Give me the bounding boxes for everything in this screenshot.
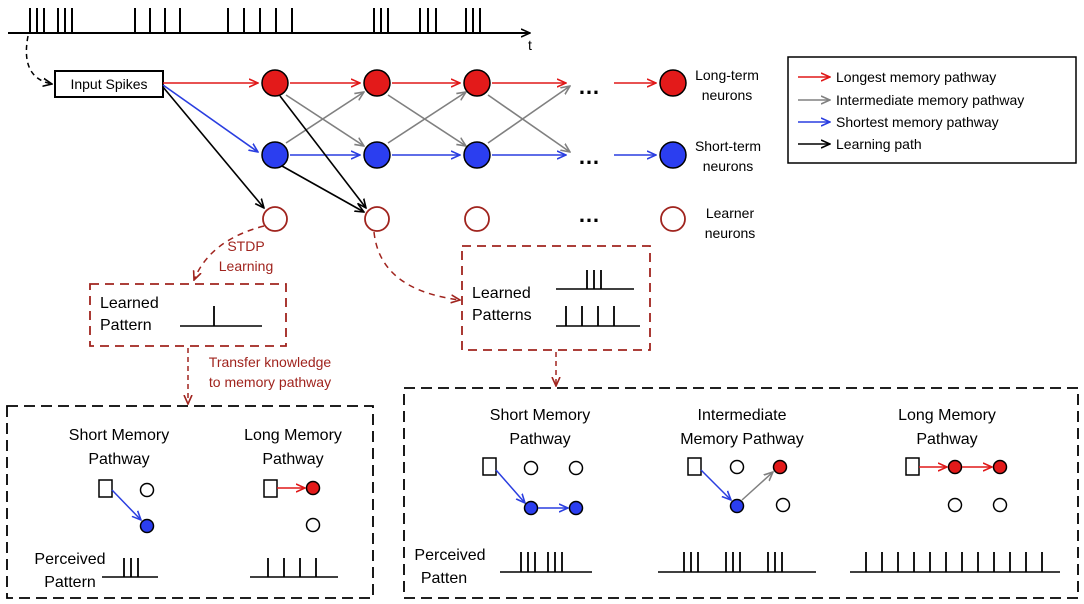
bl-long-input-square: [263, 479, 278, 498]
br-short-node-blue-2: [568, 500, 584, 516]
learned-pattern-box: Learned Pattern: [89, 283, 287, 347]
br-short-input-square: [482, 457, 497, 476]
br-int-node-red: [772, 459, 788, 475]
legend-item-intermediate: Intermediate memory pathway: [836, 92, 1024, 108]
br-short-pattern-spikes: [520, 552, 563, 572]
legend-item-shortest: Shortest memory pathway: [836, 114, 999, 130]
input-spikes-box: Input Spikes: [54, 70, 164, 98]
transfer-label-1: Transfer knowledge: [209, 354, 332, 370]
stdp-label-2: Learning: [219, 258, 274, 274]
ellipsis-short: …: [578, 144, 600, 169]
legend-box: [787, 56, 1077, 164]
legend: Longest memory pathway Intermediate memo…: [787, 56, 1077, 164]
br-int-pattern-spikes: [683, 552, 783, 572]
br-int-input-square: [687, 457, 702, 476]
bl-short-pattern-spikes: [123, 558, 139, 577]
learned-patterns-spikes-1: [586, 270, 602, 289]
long-term-neurons: [261, 69, 687, 97]
bl-long-node-empty: [305, 517, 321, 533]
bl-long-title-2: Pathway: [262, 451, 323, 468]
br-int-node-blue: [729, 498, 745, 514]
br-short-arrow-1: [495, 469, 525, 503]
bl-perceived-label-2: Pattern: [44, 574, 96, 591]
timeline-spikes: [29, 8, 481, 33]
br-intermediate-title-1: Intermediate: [698, 407, 787, 424]
input-spikes-label: Input Spikes: [70, 76, 147, 92]
br-short-title-2: Pathway: [509, 431, 570, 448]
time-axis-label: t: [528, 37, 532, 53]
br-long-node-red-2: [992, 459, 1008, 475]
short-term-neurons: [261, 141, 687, 169]
bl-short-arrow: [111, 489, 141, 520]
learner-label-1: Learner: [706, 205, 755, 221]
br-long-node-red-1: [947, 459, 963, 475]
legend-item-learning: Learning path: [836, 136, 922, 152]
bottom-left-panel: Short Memory Pathway Long Memory Pathway…: [6, 405, 374, 599]
br-long-title-2: Pathway: [916, 431, 977, 448]
bl-short-title-2: Pathway: [88, 451, 149, 468]
bl-short-node-empty: [139, 482, 155, 498]
br-short-title-1: Short Memory: [490, 407, 590, 424]
stdp-arrow-right: [373, 231, 460, 300]
bl-short-node-blue: [139, 518, 155, 534]
learner-label-2: neurons: [705, 225, 756, 241]
ellipsis-long: …: [578, 74, 600, 99]
bl-short-input-square: [98, 479, 113, 498]
short-term-label-2: neurons: [703, 158, 754, 174]
learner-neurons: [262, 206, 686, 232]
stdp-label-1: STDP: [227, 238, 264, 254]
br-int-node-empty-1: [729, 459, 745, 475]
long-term-label-2: neurons: [702, 87, 753, 103]
learned-pattern-label-1: Learned: [100, 295, 159, 312]
br-long-title-1: Long Memory: [898, 407, 996, 424]
br-short-node-empty-2: [568, 460, 584, 476]
timeline-to-input-arrow: [25, 35, 52, 84]
bl-perceived-label-1: Perceived: [34, 551, 105, 568]
short-term-label-1: Short-term: [695, 138, 761, 154]
legend-item-longest: Longest memory pathway: [836, 69, 996, 85]
input-spike-timeline: t: [8, 8, 532, 53]
ellipsis-learner: …: [578, 202, 600, 227]
br-long-node-empty-1: [947, 497, 963, 513]
long-term-label-1: Long-term: [695, 67, 759, 83]
bl-long-node-red: [305, 480, 321, 496]
network-connections: [162, 83, 656, 212]
br-int-arrow-gray: [741, 472, 773, 501]
br-long-pattern-spikes: [865, 552, 1043, 572]
transfer-label-2: to memory pathway: [209, 374, 331, 390]
br-int-node-empty-2: [775, 497, 791, 513]
learned-patterns-box: Learned Patterns: [461, 245, 651, 351]
bl-long-title-1: Long Memory: [244, 427, 342, 444]
learned-patterns-label-1: Learned: [472, 285, 531, 302]
learned-patterns-label-2: Patterns: [472, 307, 532, 324]
br-short-node-blue-1: [523, 500, 539, 516]
br-perceived-label-2: Patten: [421, 570, 467, 587]
br-perceived-label-1: Perceived: [414, 547, 485, 564]
bl-short-title-1: Short Memory: [69, 427, 169, 444]
br-int-arrow-blue: [700, 469, 731, 500]
br-intermediate-title-2: Memory Pathway: [680, 431, 804, 448]
br-long-input-square: [905, 457, 920, 476]
learned-pattern-label-2: Pattern: [100, 317, 152, 334]
stdp-arrow-left: [194, 225, 265, 280]
bl-long-pattern-spikes: [267, 558, 317, 577]
br-short-node-empty-1: [523, 460, 539, 476]
br-long-node-empty-2: [992, 497, 1008, 513]
learned-patterns-spikes-2: [565, 306, 615, 326]
bottom-right-panel: Short Memory Pathway Intermediate Memory…: [403, 387, 1079, 599]
